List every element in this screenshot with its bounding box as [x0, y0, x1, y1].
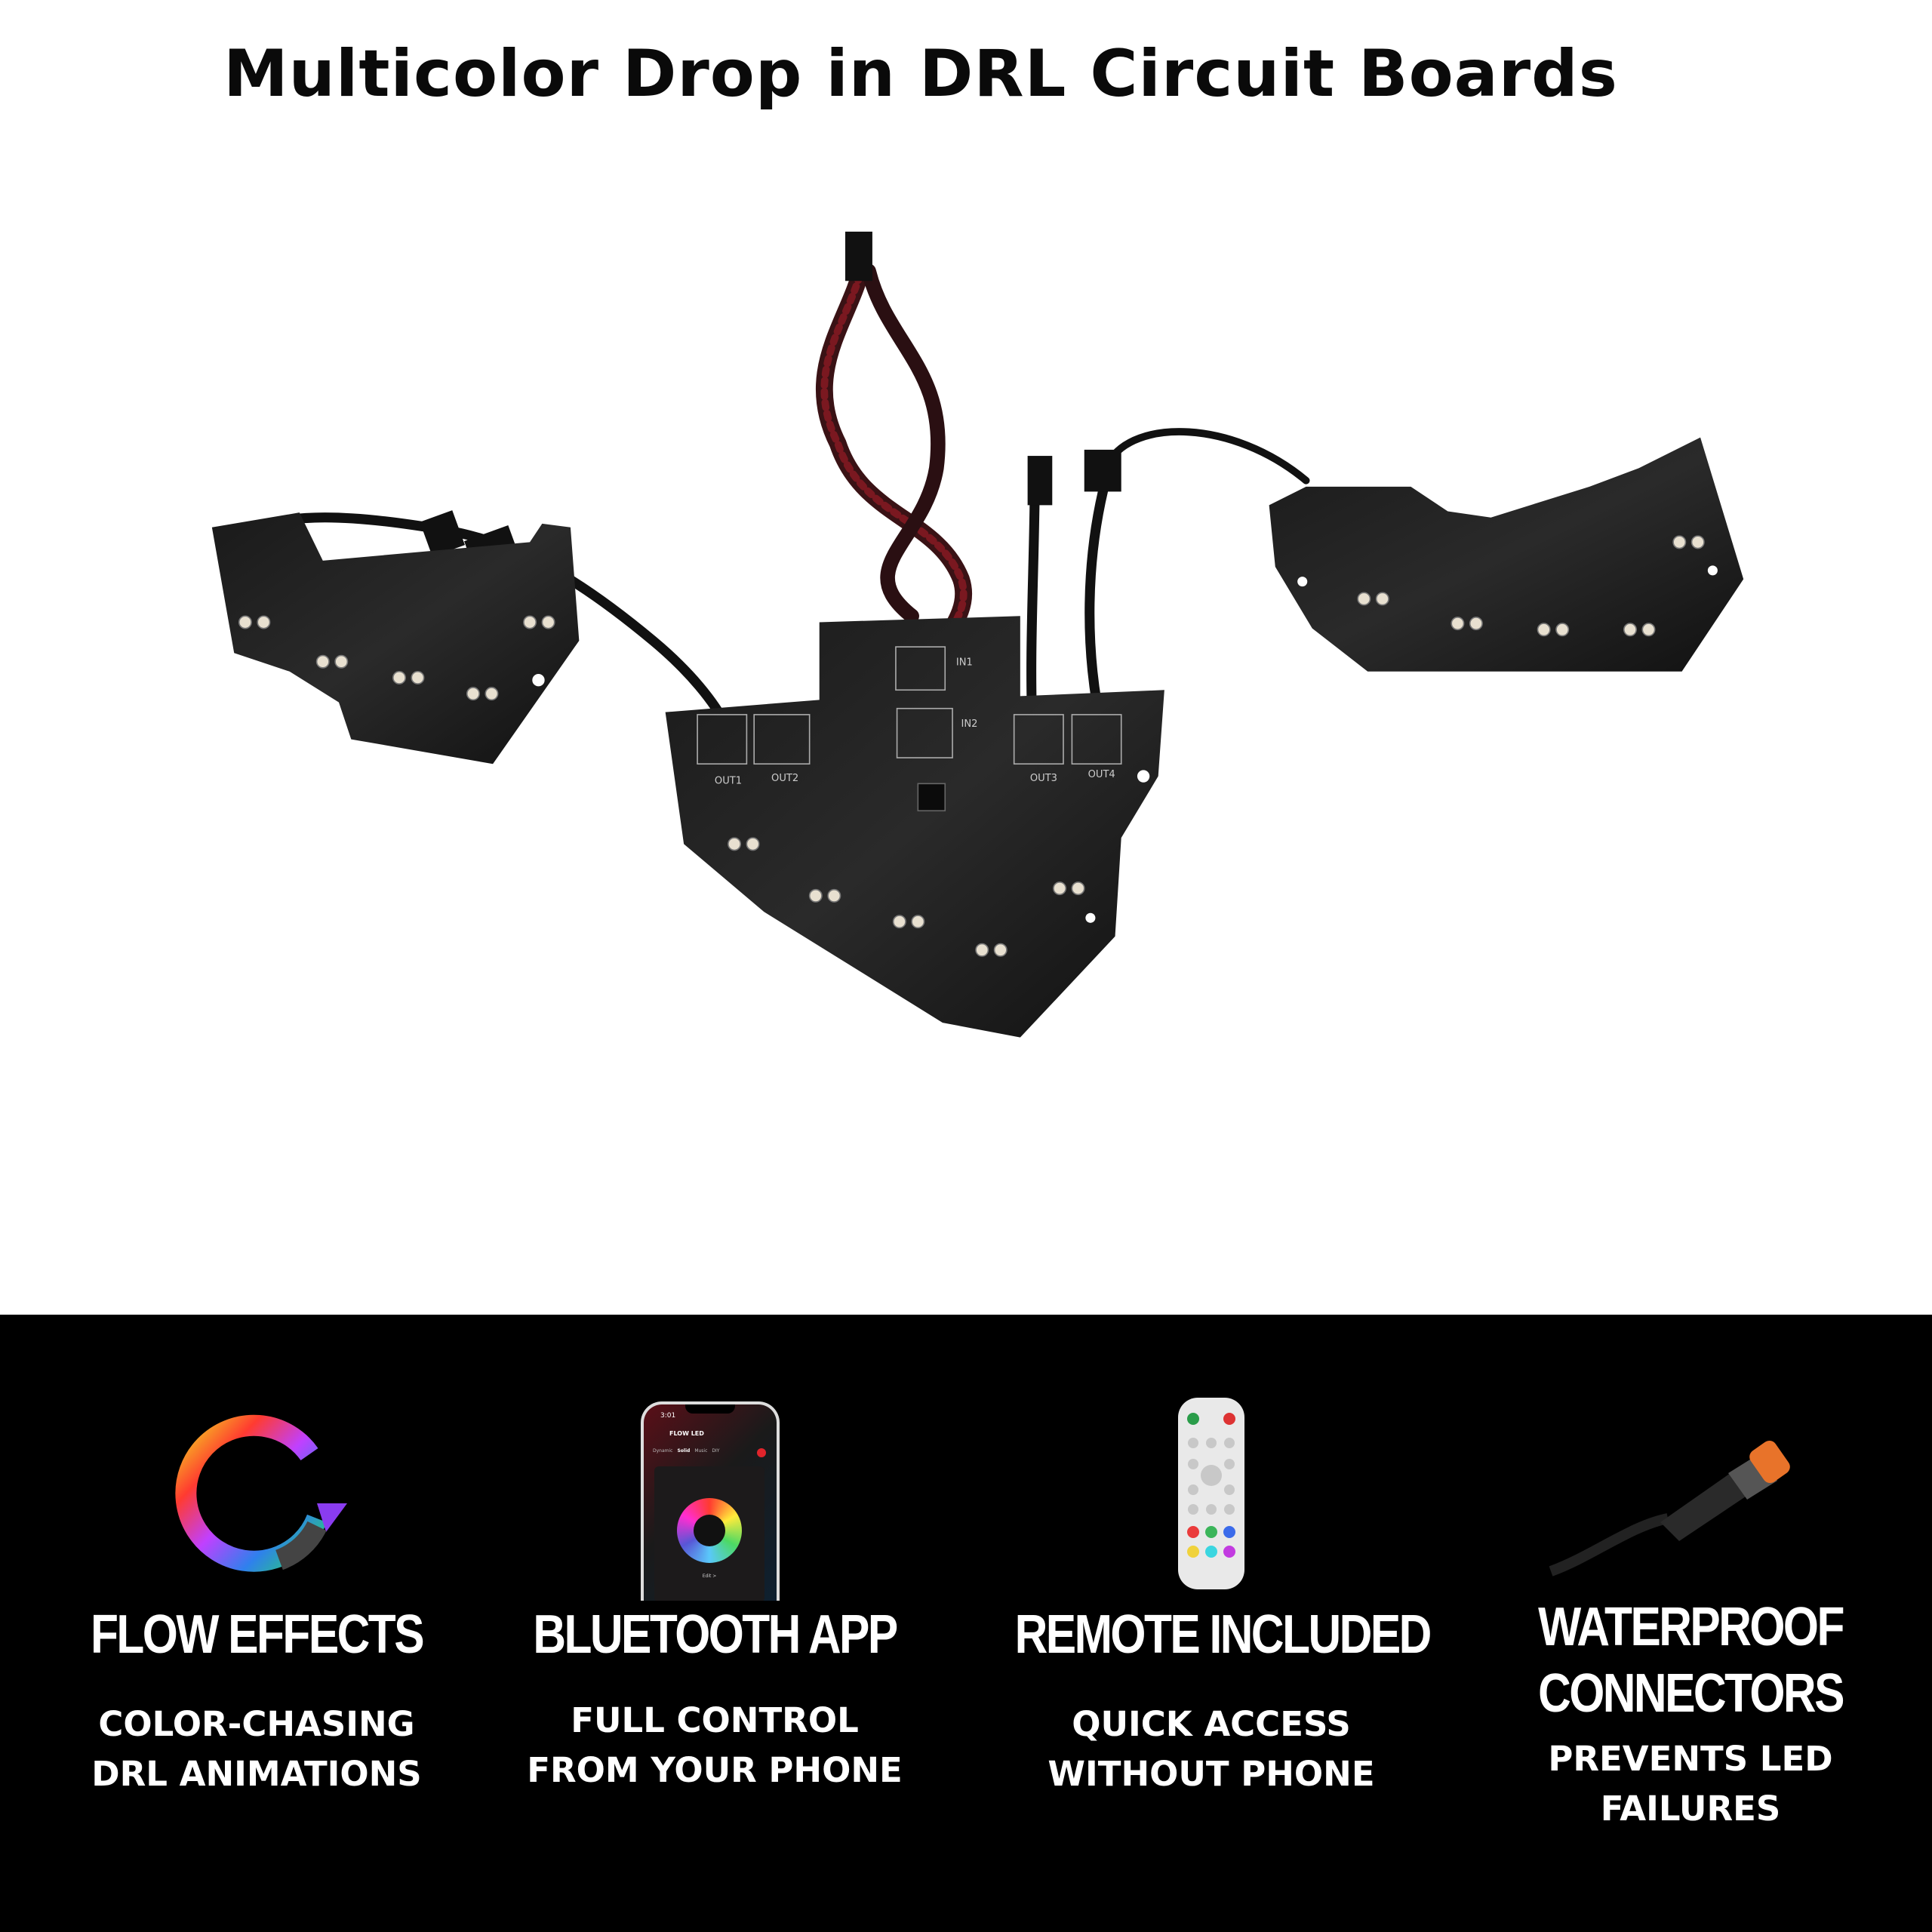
features-band: FLOW EFFECTS COLOR-CHASING DRL ANIMATION…: [0, 1315, 1932, 1932]
phone-tab: Solid: [677, 1448, 691, 1454]
right-pcb: [1269, 437, 1744, 672]
feature-sub-line: WITHOUT PHONE: [1048, 1754, 1375, 1794]
feature-heading: WATERPROOF: [1538, 1597, 1844, 1657]
drl-circuit-boards-image: OUT1 OUT2 OUT3 OUT4 IN1 IN2: [211, 231, 1744, 1038]
label-out1: OUT1: [715, 775, 742, 786]
remote-control-icon: [1178, 1398, 1244, 1589]
feature-heading: REMOTE INCLUDED: [1014, 1604, 1432, 1665]
waterproof-connector-icon: [1549, 1440, 1790, 1577]
phone-tab: Dynamic: [653, 1448, 673, 1454]
controller-chip: [917, 783, 946, 812]
label-out2: OUT2: [771, 773, 798, 784]
page-title: Multicolor Drop in DRL Circuit Boards: [223, 36, 1618, 112]
feature-sub-line: COLOR-CHASING: [98, 1704, 415, 1744]
label-in1: IN1: [956, 657, 973, 669]
center-pcb: [665, 616, 1164, 1038]
power-icon: [757, 1448, 766, 1457]
feature-heading: BLUETOOTH APP: [533, 1604, 898, 1665]
feature-sub-line: FAILURES: [1600, 1789, 1781, 1829]
feature-sub-line: PREVENTS LED: [1548, 1739, 1833, 1779]
left-pcb: [211, 512, 580, 764]
cable-connector: [845, 231, 872, 281]
feature-heading: CONNECTORS: [1538, 1663, 1844, 1724]
smartphone-app-icon: 3:01 FLOW LED Dynamic Solid Music DIY Ed…: [641, 1401, 780, 1601]
color-wheel: [677, 1498, 742, 1563]
feature-heading: FLOW EFFECTS: [90, 1604, 425, 1665]
phone-tab: Music: [694, 1448, 708, 1454]
phone-time: 3:01: [660, 1412, 676, 1420]
phone-app-name: FLOW LED: [669, 1430, 704, 1437]
feature-sub-line: QUICK ACCESS: [1072, 1704, 1351, 1744]
phone-edit-link: Edit >: [702, 1574, 717, 1579]
label-out4: OUT4: [1088, 769, 1115, 780]
feature-sub-line: DRL ANIMATIONS: [91, 1754, 422, 1794]
feature-bluetooth-app: 3:01 FLOW LED Dynamic Solid Music DIY Ed…: [481, 1315, 949, 1932]
phone-tab: DIY: [712, 1448, 720, 1454]
feature-flow-effects: FLOW EFFECTS COLOR-CHASING DRL ANIMATION…: [23, 1315, 491, 1932]
feature-sub-line: FROM YOUR PHONE: [527, 1750, 903, 1790]
feature-waterproof-connectors: WATERPROOF CONNECTORS PREVENTS LED FAILU…: [1457, 1315, 1924, 1932]
label-out3: OUT3: [1030, 773, 1057, 784]
led-pairs: [238, 535, 1705, 957]
feature-sub-line: FULL CONTROL: [571, 1700, 859, 1740]
feature-remote-included: REMOTE INCLUDED QUICK ACCESS WITHOUT PHO…: [977, 1315, 1445, 1932]
color-cycle-ring-icon: [175, 1414, 347, 1572]
label-in2: IN2: [961, 718, 977, 730]
